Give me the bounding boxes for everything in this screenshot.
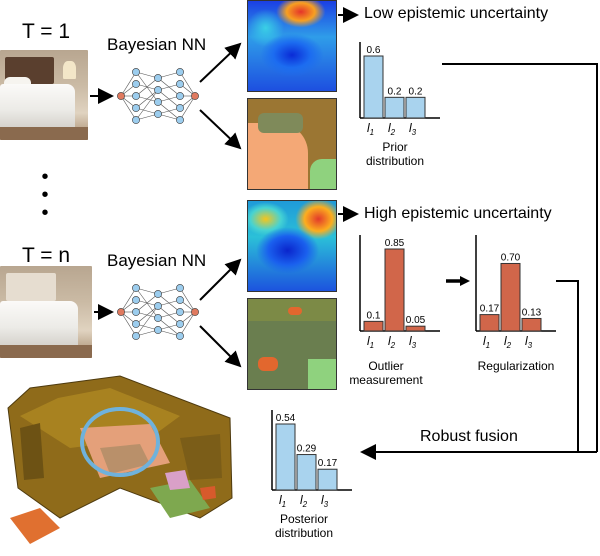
heading-high-uncertainty: High epistemic uncertainty [364, 205, 552, 222]
prior-bar-3 [405, 96, 426, 119]
prior-tick-label-1: l1 [367, 121, 374, 137]
outlier-measurement-chart: 0.1 l1 0.85 l2 0.05 l3 [359, 235, 440, 350]
prior-bar-1 [363, 55, 384, 119]
network-label-1: Bayesian NN [107, 35, 207, 54]
flow-arrows-row-1 [90, 7, 359, 150]
outlier-bar-1 [363, 320, 384, 332]
posterior-tick-label-1: l1 [279, 493, 286, 509]
posterior-value-label-1: 0.54 [276, 413, 296, 424]
segmentation-map-1 [247, 98, 337, 190]
outlier-value-label-3: 0.05 [406, 315, 426, 326]
rgb-frame-n [0, 266, 92, 358]
outlier-bar-2 [384, 248, 405, 332]
prior-caption: Prior distribution [365, 140, 425, 168]
prior-value-label-2: 0.2 [388, 86, 402, 97]
regularized-value-label-3: 0.13 [522, 307, 542, 318]
rgb-frame-1 [0, 50, 88, 140]
heading-robust-fusion: Robust fusion [420, 428, 518, 445]
uncertainty-heatmap-n [247, 200, 337, 292]
posterior-tick-label-2: l2 [300, 493, 308, 509]
regularized-value-label-2: 0.70 [501, 252, 521, 263]
prior-value-label-3: 0.2 [409, 86, 423, 97]
highlight-ring [80, 407, 160, 477]
posterior-bar-3 [317, 468, 338, 491]
regularization-chart: 0.17 l1 0.70 l2 0.13 l3 [475, 235, 556, 350]
outlier-tick-label-2: l2 [388, 334, 396, 350]
voxel-map-3d [7, 375, 233, 544]
posterior-bar-1 [275, 423, 296, 491]
posterior-value-label-2: 0.29 [297, 444, 317, 455]
prior-tick-label-2: l2 [388, 121, 396, 137]
regularization-caption: Regularization [477, 359, 555, 373]
prior-value-label-1: 0.6 [367, 45, 381, 56]
posterior-value-label-3: 0.17 [318, 458, 338, 469]
posterior-tick-label-3: l3 [321, 493, 329, 509]
outlier-value-label-1: 0.1 [367, 310, 381, 321]
regularized-bar-3 [521, 317, 542, 332]
neural-net-icon-1 [117, 68, 199, 124]
regularized-value-label-1: 0.17 [480, 304, 500, 315]
neural-net-icon-n [117, 284, 199, 340]
segmentation-map-n [247, 298, 337, 390]
outlier-tick-label-1: l1 [367, 334, 374, 350]
posterior-bar-2 [296, 454, 317, 491]
regularized-bar-2 [500, 262, 521, 332]
timestep-label-n: T = n [22, 244, 71, 267]
outlier-tick-label-3: l3 [409, 334, 417, 350]
posterior-caption: Posterior distribution [274, 512, 334, 540]
posterior-distribution-chart: 0.54 l1 0.29 l2 0.17 l3 [271, 410, 352, 509]
regularized-tick-label-3: l3 [525, 334, 533, 350]
outlier-bar-3 [405, 325, 426, 332]
regularized-tick-label-1: l1 [483, 334, 490, 350]
flow-arrows-row-n [94, 206, 359, 368]
regularization-arrow [446, 276, 470, 286]
fusion-connectors [360, 63, 598, 460]
prior-distribution-chart: 0.6 l1 0.2 l2 0.2 l3 [359, 42, 440, 137]
outlier-value-label-2: 0.85 [385, 238, 405, 249]
timestep-label-1: T = 1 [22, 20, 71, 43]
heading-low-uncertainty: Low epistemic uncertainty [364, 5, 549, 22]
uncertainty-heatmap-1 [247, 0, 337, 92]
regularized-tick-label-2: l2 [504, 334, 512, 350]
prior-tick-label-3: l3 [409, 121, 417, 137]
network-label-n: Bayesian NN [107, 251, 207, 270]
prior-bar-2 [384, 96, 405, 119]
outlier-caption: Outlier measurement [349, 359, 423, 387]
timestep-ellipsis: • • • [41, 166, 49, 224]
regularized-bar-1 [479, 314, 500, 332]
